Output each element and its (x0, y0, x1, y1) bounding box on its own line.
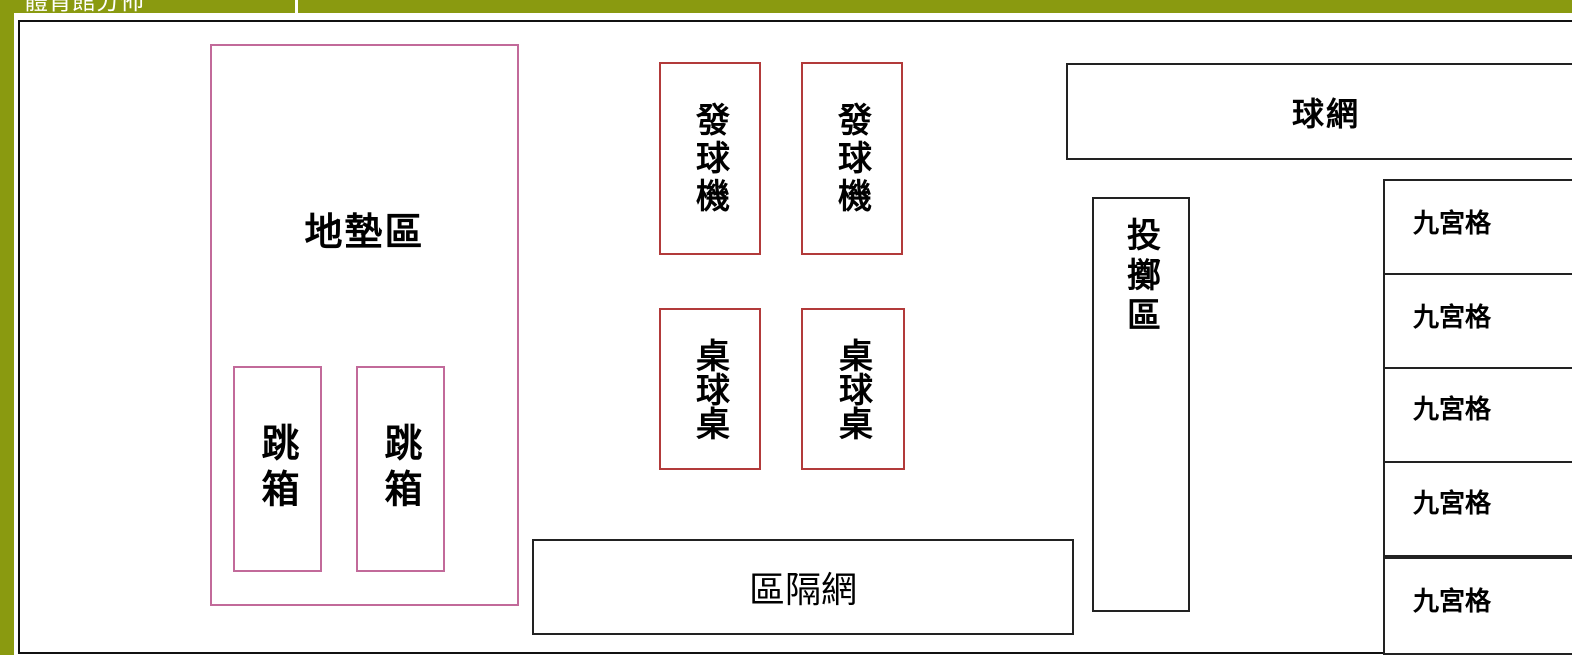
serve-machine-1: 發球機 (659, 62, 761, 255)
title-tab-edge (295, 0, 298, 13)
vault-box-2: 跳箱 (356, 366, 445, 572)
pingpong-table-1: 桌球桌 (659, 308, 761, 470)
frame-left-bar (0, 0, 14, 655)
nine-grid-2: 九宮格 (1383, 273, 1572, 369)
vault-box-1: 跳箱 (233, 366, 322, 572)
frame-top-bar (0, 0, 1572, 13)
nine-grid-5: 九宮格 (1383, 557, 1572, 655)
nine-grid-1: 九宮格 (1383, 179, 1572, 275)
serve-machine-2: 發球機 (801, 62, 903, 255)
diagram-title: 體育館分佈 (10, 0, 297, 13)
throwing-area-label: 投擲區 (1120, 217, 1161, 337)
throwing-area: 投擲區 (1092, 197, 1190, 612)
pingpong-table-2: 桌球桌 (801, 308, 905, 470)
nine-grid-3: 九宮格 (1383, 367, 1572, 463)
nine-grid-4: 九宮格 (1383, 461, 1572, 557)
mat-area-label: 地墊區 (304, 209, 425, 254)
ball-net: 球網 (1066, 63, 1572, 160)
divider-net: 區隔網 (532, 539, 1074, 635)
